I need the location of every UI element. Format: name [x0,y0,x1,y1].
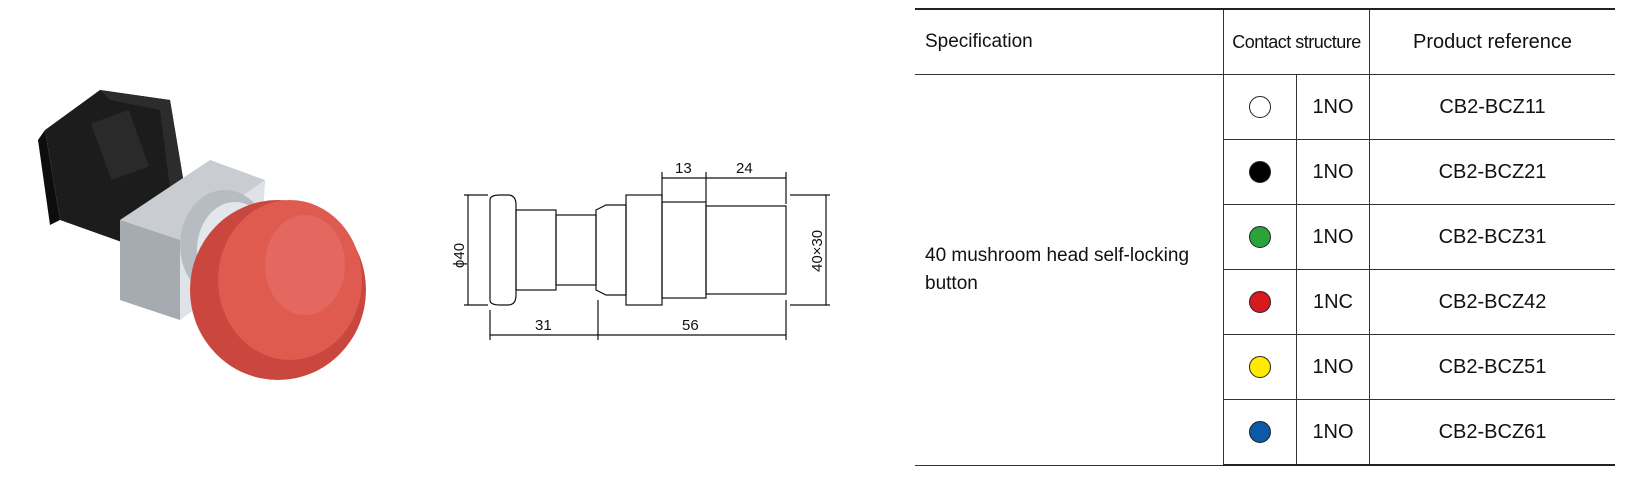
dim-top-right: 24 [736,160,753,177]
table-row: 1NO CB2-BCZ61 [915,399,1615,466]
product-reference: CB2-BCZ31 [1369,204,1615,270]
dimension-drawing: 13 24 ϕ40 40×30 31 56 [451,160,830,340]
table-row: 1NO CB2-BCZ51 [915,334,1615,400]
contact-color-dot [1249,355,1271,378]
product-photo [38,90,366,380]
product-reference: CB2-BCZ21 [1369,139,1615,205]
dim-height: 40×30 [809,230,826,272]
contact-type: 1NC [1296,269,1370,335]
contact-type: 1NO [1296,139,1370,205]
contact-color-dot [1249,160,1271,183]
dim-bottom-left: 31 [535,317,552,334]
dim-top-left: 13 [675,160,692,177]
table-row: 40 mushroom head self-locking button 1NO… [915,74,1615,466]
contact-color-dot [1249,225,1271,248]
header-contact-structure: Contact structure [1223,8,1370,75]
specification-table: Specification Contact structure Product … [915,8,1615,466]
contact-type: 1NO [1296,204,1370,270]
specification-cell: 40 mushroom head self-locking button [915,74,1224,466]
dim-diameter: ϕ40 [451,243,468,268]
contact-color-dot [1249,290,1271,313]
dim-bottom-right: 56 [682,317,699,334]
product-reference: CB2-BCZ42 [1369,269,1615,335]
contact-type: 1NO [1296,74,1370,140]
contact-color-dot [1249,420,1271,443]
product-reference: CB2-BCZ11 [1369,74,1615,140]
table-header-row: Specification Contact structure Product … [915,8,1615,75]
table-row: 1NO CB2-BCZ31 [915,204,1615,270]
header-product-reference: Product reference [1369,8,1615,75]
product-reference: CB2-BCZ51 [1369,334,1615,400]
table-row: 1NO CB2-BCZ21 [915,139,1615,205]
product-reference: CB2-BCZ61 [1369,399,1615,466]
contact-type: 1NO [1296,399,1370,466]
header-specification: Specification [915,8,1224,75]
contact-type: 1NO [1296,334,1370,400]
contact-color-dot [1249,95,1271,118]
